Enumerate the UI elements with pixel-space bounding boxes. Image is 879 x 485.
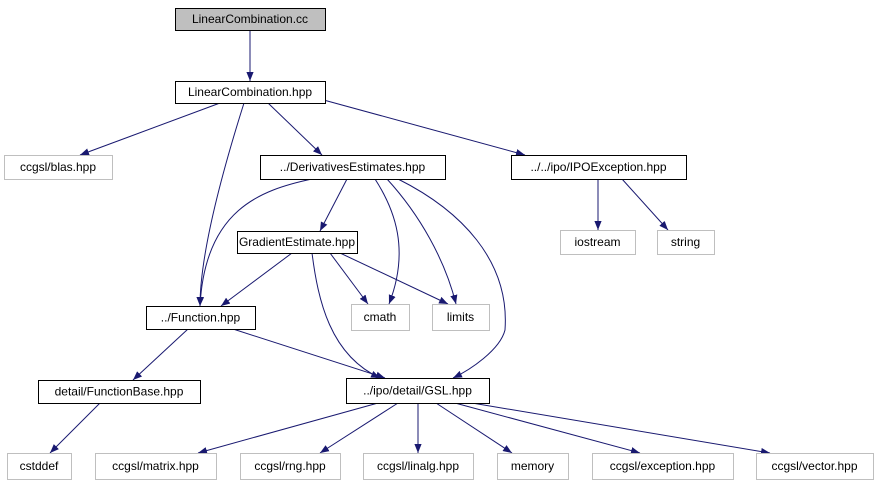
node-deriv[interactable]: ../DerivativesEstimates.hpp [260,155,446,180]
node-label: ccgsl/exception.hpp [610,459,716,473]
node-label: iostream [574,235,620,249]
edge-deriv-to-gsl [397,178,506,379]
node-gsl[interactable]: ../ipo/detail/GSL.hpp [346,378,490,404]
node-box [175,8,326,31]
node-box [511,155,687,180]
edge-deriv-to-limits [386,178,458,305]
node-box [95,453,217,480]
node-label: memory [511,459,554,473]
edge-deriv-to-gradient [319,178,348,232]
node-label: LinearCombination.hpp [188,85,312,99]
node-function[interactable]: ../Function.hpp [146,306,256,330]
node-label: ccgsl/vector.hpp [771,459,857,473]
node-label: LinearCombination.cc [192,12,308,26]
node-box [657,230,715,255]
node-label: ccgsl/matrix.hpp [112,459,199,473]
edge-gsl-to-memory [435,402,513,454]
node-label: ../ipo/detail/GSL.hpp [363,384,472,398]
node-fbase[interactable]: detail/FunctionBase.hpp [38,380,201,404]
edge-gsl-to-vector [471,402,771,456]
node-box [237,231,358,254]
node-box [560,230,636,255]
edge-deriv-to-function [196,178,313,307]
node-linalg: ccgsl/linalg.hpp [363,453,474,480]
node-label: ../DerivativesEstimates.hpp [280,160,426,174]
edge-lc_hpp-to-function [196,102,245,307]
node-label: ccgsl/rng.hpp [254,459,326,473]
node-label: cstddef [20,459,59,473]
node-iostream: iostream [560,230,636,255]
edge-gsl-to-rng [319,402,399,454]
edges-layer [49,30,771,456]
nodes-layer: LinearCombination.ccLinearCombination.hp… [4,8,874,480]
node-label: cmath [364,310,397,324]
node-blas: ccgsl/blas.hpp [4,155,113,180]
edge-lc_hpp-to-ipoexc [319,98,526,157]
edge-gradient-to-limits [339,252,449,305]
node-cmath: cmath [351,304,410,331]
node-box [756,453,874,480]
node-box [497,453,569,480]
node-memory: memory [497,453,569,480]
node-limits: limits [432,304,490,331]
edge-ipoexc-to-string [621,178,669,231]
node-box [346,378,490,404]
node-label: ccgsl/linalg.hpp [377,459,459,473]
node-lc_hpp[interactable]: LinearCombination.hpp [175,81,326,104]
node-lc_cc[interactable]: LinearCombination.cc [175,8,326,31]
node-box [7,453,72,480]
node-label: limits [447,310,474,324]
node-matrix: ccgsl/matrix.hpp [95,453,217,480]
edge-fbase-to-cstddef [49,402,101,454]
node-label: ccgsl/blas.hpp [20,160,96,174]
node-label: ../Function.hpp [161,311,241,325]
edge-gradient-to-function [220,252,293,307]
edge-gradient-to-gsl [311,252,381,379]
node-box [240,453,341,480]
edge-gradient-to-cmath [329,252,369,305]
node-label: GradientEstimate.hpp [239,235,355,249]
node-label: ../../ipo/IPOException.hpp [530,160,666,174]
node-cstddef: cstddef [7,453,72,480]
node-box [38,380,201,404]
node-rng: ccgsl/rng.hpp [240,453,341,480]
node-gradient[interactable]: GradientEstimate.hpp [237,231,358,254]
node-box [432,304,490,331]
edge-deriv-to-cmath [374,178,400,305]
node-box [363,453,474,480]
edge-function-to-fbase [132,328,189,381]
edge-lc_hpp-to-blas [79,102,221,156]
node-ipoexc[interactable]: ../../ipo/IPOException.hpp [511,155,687,180]
edge-gsl-to-matrix [197,402,379,455]
node-box [592,453,734,480]
node-exception: ccgsl/exception.hpp [592,453,734,480]
node-box [175,81,326,104]
node-label: detail/FunctionBase.hpp [55,385,184,399]
edge-gsl-to-exception [454,402,641,455]
node-vector: ccgsl/vector.hpp [756,453,874,480]
node-box [4,155,113,180]
node-box [146,306,256,330]
edge-lc_hpp-to-deriv [267,102,323,156]
edge-function-to-gsl [232,328,386,379]
node-box [260,155,446,180]
node-box [351,304,410,331]
node-label: string [671,235,700,249]
node-string: string [657,230,715,255]
